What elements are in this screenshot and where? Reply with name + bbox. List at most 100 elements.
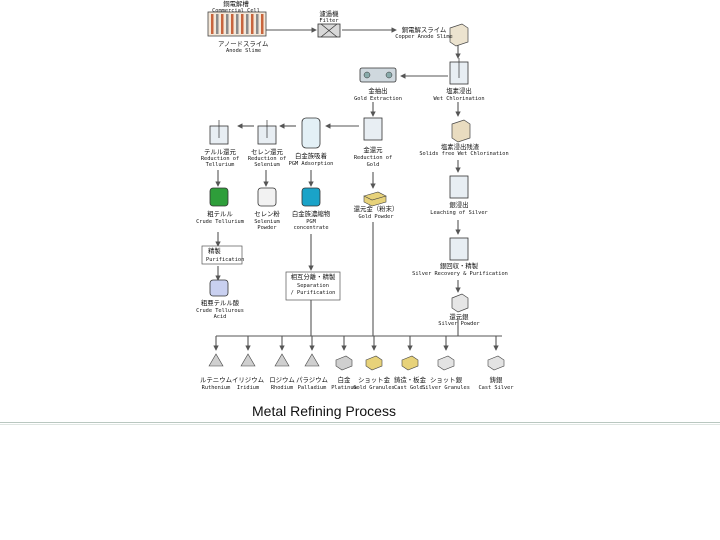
product-label-jp: ルテニウム [200, 376, 232, 384]
product-label-en: Gold Granules [353, 385, 394, 391]
reduction-gold-label-jp: 金還元 [363, 145, 383, 154]
copper-anode-slime-node: 銅電解スライム Copper Anode Slime [395, 23, 469, 47]
product-icon [437, 355, 455, 371]
filter-label-jp: 濾過機 [319, 9, 339, 18]
selenium-powder-label-en2: Powder [257, 225, 276, 231]
separation-node: 相互分離・精製 Separation / Purification [285, 271, 341, 301]
gold-powder-label-en: Gold Powder [358, 214, 393, 220]
silver-powder-label-en: Silver Powder [438, 321, 479, 327]
product-icon [401, 355, 419, 371]
reduction-tellurium-node: テルル還元 Reduction of Tellurium [201, 120, 239, 168]
anode-slime-label-en: Anode Slime [226, 48, 261, 54]
solids-free-label-jp: 塩素浸出残渣 [441, 142, 480, 151]
gold-extraction-label-en: Gold Extraction [354, 96, 402, 102]
gold-extraction-node: 金抽出 Gold Extraction [354, 67, 402, 102]
product-icon [208, 353, 224, 367]
gold-powder-block-icon [363, 191, 387, 207]
product-label-jp: ロジウム [269, 376, 295, 384]
reduction-selenium-node: セレン還元 Reduction of Selenium [248, 120, 286, 168]
slide-rule-line-light [0, 424, 720, 425]
silver-powder-node: 還元銀 Silver Powder [438, 293, 480, 327]
wet-chlorination-label-jp: 塩素浸出 [446, 86, 472, 95]
filter-label-en: Filter [319, 18, 338, 24]
product-label-en: Cast Silver [478, 385, 513, 391]
slide-rule-line [0, 422, 720, 423]
solids-free-node: 塩素浸出残渣 Solids free Wet Chlorination [419, 119, 509, 157]
refining-flow-diagram: 銅電解槽 Commercial Cell アノードスライム Anode Slim… [196, 0, 524, 402]
separation-label-jp: 相互分離・精製 [291, 272, 336, 281]
product-icon [240, 353, 256, 367]
silver-recovery-label-en: Silver Recovery & Purification [412, 271, 508, 277]
selenium-drum-icon [257, 187, 277, 207]
copper-slime-cube-icon [449, 23, 469, 47]
product-label-jp: イリジウム [232, 376, 264, 384]
copper-slime-label-jp: 銅電解スライム [402, 25, 447, 34]
purification-node: 精製 Purification [201, 245, 244, 265]
pgm-column-icon [301, 117, 321, 149]
gold-powder-label-jp: 還元金（粉末） [354, 204, 399, 213]
commercial-cell-label-jp: 銅電解槽 [223, 0, 249, 8]
silver-recovery-node: 銀回収・精製 Silver Recovery & Purification [412, 237, 508, 277]
product-label-en: Silver Granules [422, 385, 470, 391]
crude-tellurous-label-jp: 粗亜テルル酸 [201, 298, 240, 307]
tellurous-drum-icon [209, 279, 229, 297]
pgm-adsorption-label-jp: 白金族吸着 [295, 151, 327, 160]
filter-node: 濾過機 Filter [317, 9, 341, 38]
crude-tellurium-label-jp: 粗テルル [207, 209, 233, 218]
anode-slime-label-jp: アノードスライム [218, 40, 268, 48]
solids-free-label-en: Solids free Wet Chlorination [419, 151, 508, 157]
product-label-en: Platinum [331, 385, 357, 391]
crude-tellurous-node: 粗亜テルル酸 Crude Tellurous Acid [196, 279, 244, 320]
slide-caption: Metal Refining Process [252, 403, 396, 419]
silver-powder-label-jp: 還元銀 [449, 312, 469, 321]
selenium-powder-label-jp: セレン粉 [254, 209, 280, 218]
reduction-selenium-label-en2: Selenium [254, 162, 280, 168]
product-label-en: Iridium [237, 385, 259, 391]
separation-label-en2: / Purification [291, 290, 336, 296]
product-label-en: Rhodium [271, 385, 293, 391]
reduction-selenium-label-en1: Reduction of [248, 156, 286, 162]
product-icon [335, 355, 353, 371]
pgm-concentrate-label-en2: concentrate [293, 225, 328, 231]
leaching-tank-icon [449, 175, 469, 199]
leaching-silver-label-en: Leaching of Silver [430, 210, 487, 216]
reduction-gold-node: 金還元 Reduction of Gold [354, 117, 392, 168]
reduction-gold-label-en2: Gold [367, 162, 380, 168]
pgm-concentrate-label-en1: PGM [306, 219, 316, 225]
tellurium-drum-icon [209, 187, 229, 207]
selenium-powder-node: セレン粉 Selenium Powder [254, 187, 280, 231]
selenium-powder-label-en1: Selenium [254, 219, 280, 225]
product-label-jp: パラジウム [296, 376, 328, 384]
product-icon [274, 353, 290, 367]
wet-chlorination-node: 塩素浸出 Wet Chlorination [433, 58, 485, 102]
product-label-jp: ショット銀 [430, 375, 463, 384]
crude-tellurous-label-en1: Crude Tellurous [196, 308, 244, 314]
separation-box [285, 271, 341, 301]
product-icon [304, 353, 320, 367]
pgm-adsorption-label-en: PGM Adsorption [289, 161, 334, 167]
crude-tellurium-node: 粗テルル Crude Tellurium [196, 187, 244, 225]
silver-powder-cube-icon [451, 293, 469, 313]
product-label-en: Ruthenium [202, 385, 231, 391]
gold-extraction-icon [359, 67, 397, 83]
silver-recovery-label-jp: 銀回収・精製 [440, 261, 479, 270]
wet-chlorination-label-en: Wet Chlorination [433, 96, 484, 102]
reduction-selenium-label-jp: セレン還元 [251, 147, 284, 156]
purification-label-jp: 精製 [208, 246, 221, 255]
gold-extraction-label-jp: 金抽出 [368, 86, 387, 95]
reduction-tellurium-label-jp: テルル還元 [204, 147, 237, 156]
product-icon [365, 355, 383, 371]
leaching-silver-label-jp: 銀浸出 [449, 200, 468, 209]
gold-powder-node: 還元金（粉末） Gold Powder [354, 191, 399, 220]
solids-cube-icon [451, 119, 471, 143]
flow-connectors [213, 27, 502, 351]
product-label-en: Palladium [298, 385, 327, 391]
product-label-jp: 白金 [338, 375, 351, 384]
silver-recovery-tank-icon [449, 237, 469, 261]
reduction-tellurium-label-en2: Tellurium [206, 162, 235, 168]
leaching-silver-node: 銀浸出 Leaching of Silver [430, 175, 488, 216]
separation-label-en1: Separation [297, 283, 329, 289]
product-label-jp: 鋳銀 [490, 375, 503, 384]
copper-slime-label-en: Copper Anode Slime [395, 34, 452, 40]
